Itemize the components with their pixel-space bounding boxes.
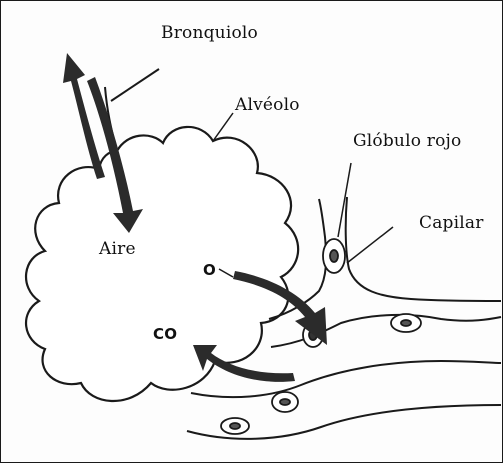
red-blood-cell <box>280 399 290 405</box>
rbc-leader <box>338 163 351 237</box>
alveolus-outline <box>26 127 298 401</box>
capillary-leader <box>347 227 393 263</box>
red-blood-cell-label: Glóbulo rojo <box>353 131 461 151</box>
red-blood-cell <box>230 423 240 429</box>
red-blood-cell <box>330 250 338 262</box>
co2-label: CO <box>153 325 177 343</box>
alveolus-label: Alvéolo <box>235 95 300 115</box>
capillary-label: Capilar <box>419 213 484 233</box>
air-out-arrow <box>63 53 105 179</box>
red-blood-cell <box>401 320 411 326</box>
bronchiole-label: Bronquiolo <box>161 23 258 43</box>
air-label: Aire <box>99 239 136 259</box>
oxygen-label: O <box>203 261 216 279</box>
